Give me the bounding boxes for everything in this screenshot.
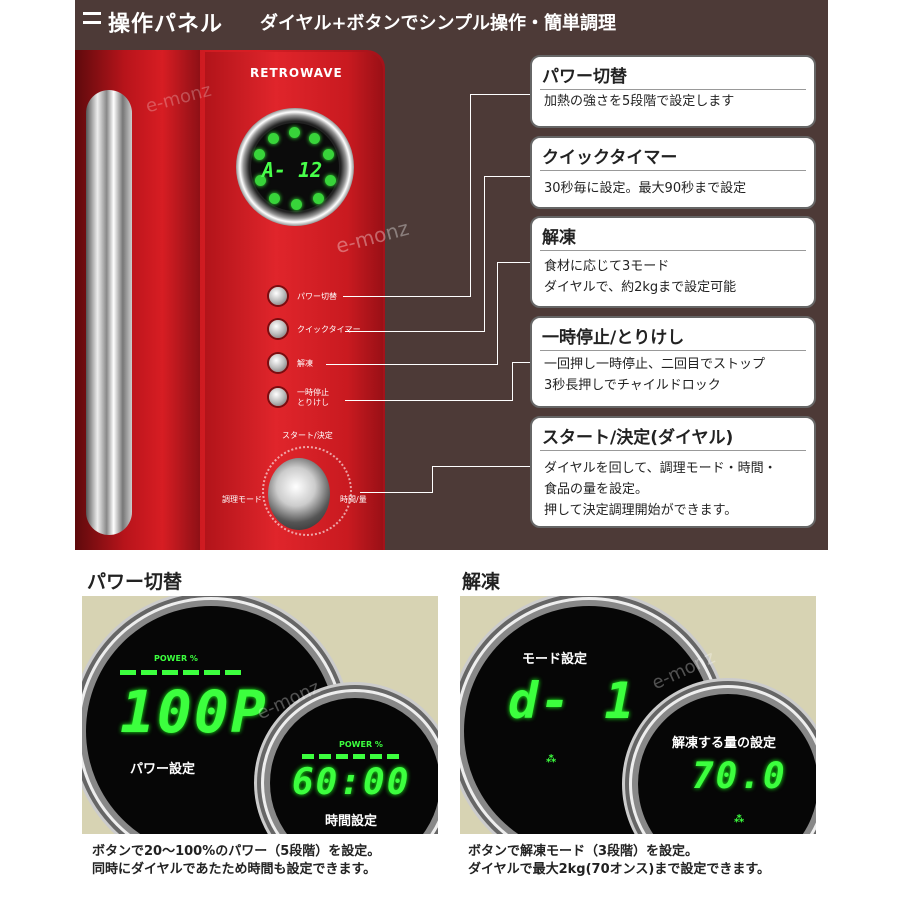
power-switch-button[interactable] — [269, 287, 287, 305]
callout-divider — [540, 350, 806, 351]
defrost-button-label: 解凍 — [297, 359, 313, 368]
defrost-section-title: 解凍 — [462, 571, 501, 593]
callout-title: 一時停止/とりけし — [542, 328, 685, 348]
leader-line — [497, 262, 498, 365]
callout-title: クイックタイマー — [542, 148, 678, 168]
leader-line — [484, 176, 485, 332]
leader-line — [432, 466, 530, 467]
dial-readout: A- 12 — [262, 158, 323, 182]
leader-line — [343, 296, 471, 297]
defrost-amount-caption: 解凍する量の設定 — [672, 736, 777, 751]
quick-timer-button[interactable] — [269, 320, 287, 338]
time-display-label: POWER % — [339, 740, 383, 749]
leader-line — [432, 466, 433, 493]
defrost-mode-value: d- 1 — [508, 672, 637, 730]
start-confirm-knob[interactable] — [268, 458, 330, 530]
defrost-amount-display — [638, 694, 816, 834]
callout-quick-timer: クイックタイマー 30秒毎に設定。最大90秒まで設定 — [530, 136, 816, 209]
callout-text: 食材に応じて3モード ダイヤルで、約2kgまで設定可能 — [544, 259, 737, 295]
leader-line — [512, 362, 530, 363]
power-section-title: パワー切替 — [87, 571, 183, 593]
callout-divider — [540, 170, 806, 171]
callout-text: 加熱の強さを5段階で設定します — [544, 94, 735, 109]
defrost-mode-caption: モード設定 — [522, 652, 588, 667]
callout-divider — [540, 89, 806, 90]
leader-line — [326, 364, 498, 365]
callout-power-switch: パワー切替 加熱の強さを5段階で設定します — [530, 55, 816, 128]
defrost-amount-value: 70.0 — [692, 756, 787, 797]
power-switch-button-label: パワー切替 — [297, 292, 337, 301]
callout-defrost: 解凍 食材に応じて3モード ダイヤルで、約2kgまで設定可能 — [530, 216, 816, 308]
menu-icon — [83, 12, 101, 32]
power-section-caption: ボタンで20〜100%のパワー（5段階）を設定。 同時にダイヤルであたため時間も… — [92, 844, 381, 877]
callout-title: 解凍 — [542, 228, 576, 248]
knob-left-label: 調理モード — [222, 495, 262, 504]
time-level-bars — [302, 754, 399, 759]
knob-tick-ring — [262, 446, 352, 536]
leader-line — [484, 176, 530, 177]
defrost-display-photo: モード設定 d- 1 ⁂ 解凍する量の設定 70.0 ⁂ — [460, 596, 816, 834]
defrost-indicator-icon: ⁂ — [734, 814, 745, 825]
leader-line — [497, 262, 530, 263]
callout-divider — [540, 250, 806, 251]
page-title: 操作パネル — [108, 12, 224, 37]
knob-right-label: 時間/量 — [340, 495, 367, 504]
callout-divider — [540, 450, 806, 451]
callout-text: 30秒毎に設定。最大90秒まで設定 — [544, 181, 747, 196]
callout-title: スタート/決定(ダイヤル) — [542, 428, 734, 448]
power-display-caption: パワー設定 — [130, 762, 196, 777]
knob-top-label: スタート/決定 — [282, 431, 333, 440]
time-display-value: 60:00 — [292, 762, 411, 803]
pause-cancel-button-label: 一時停止 とりけし — [297, 388, 329, 407]
power-display-photo: POWER % 100P パワー設定 POWER % 60:00 時間設定 — [82, 596, 438, 834]
leader-line — [345, 400, 513, 401]
brand-logo: RETROWAVE — [250, 66, 343, 80]
page-subtitle: ダイヤル+ボタンでシンプル操作・簡単調理 — [260, 13, 616, 34]
time-display-caption: 時間設定 — [325, 814, 378, 829]
leader-line — [512, 362, 513, 401]
defrost-indicator-icon: ⁂ — [546, 754, 557, 765]
callout-title: パワー切替 — [542, 67, 627, 87]
leader-line — [470, 94, 530, 95]
pause-cancel-button[interactable] — [269, 388, 287, 406]
leader-line — [470, 94, 471, 297]
callout-pause-cancel: 一時停止/とりけし 一回押し一時停止、二回目でストップ 3秒長押しでチャイルドロ… — [530, 316, 816, 408]
callout-text: ダイヤルを回して、調理モード・時間・ 食品の量を設定。 押して決定調理開始ができ… — [544, 461, 777, 518]
power-level-bars — [120, 670, 241, 675]
display-dial-face — [251, 123, 339, 211]
callout-start-confirm: スタート/決定(ダイヤル) ダイヤルを回して、調理モード・時間・ 食品の量を設定… — [530, 416, 816, 528]
leader-line — [360, 492, 432, 493]
door-handle — [86, 90, 132, 535]
defrost-button[interactable] — [269, 354, 287, 372]
power-display-label: POWER % — [154, 654, 198, 663]
defrost-section-caption: ボタンで解凍モード（3段階）を設定。 ダイヤルで最大2kg(70オンス)まで設定… — [468, 844, 771, 877]
power-display-value: 100P — [120, 678, 268, 746]
leader-line — [345, 331, 485, 332]
quick-timer-button-label: クイックタイマー — [297, 325, 361, 334]
callout-text: 一回押し一時停止、二回目でストップ 3秒長押しでチャイルドロック — [544, 357, 766, 393]
time-display — [270, 698, 438, 834]
